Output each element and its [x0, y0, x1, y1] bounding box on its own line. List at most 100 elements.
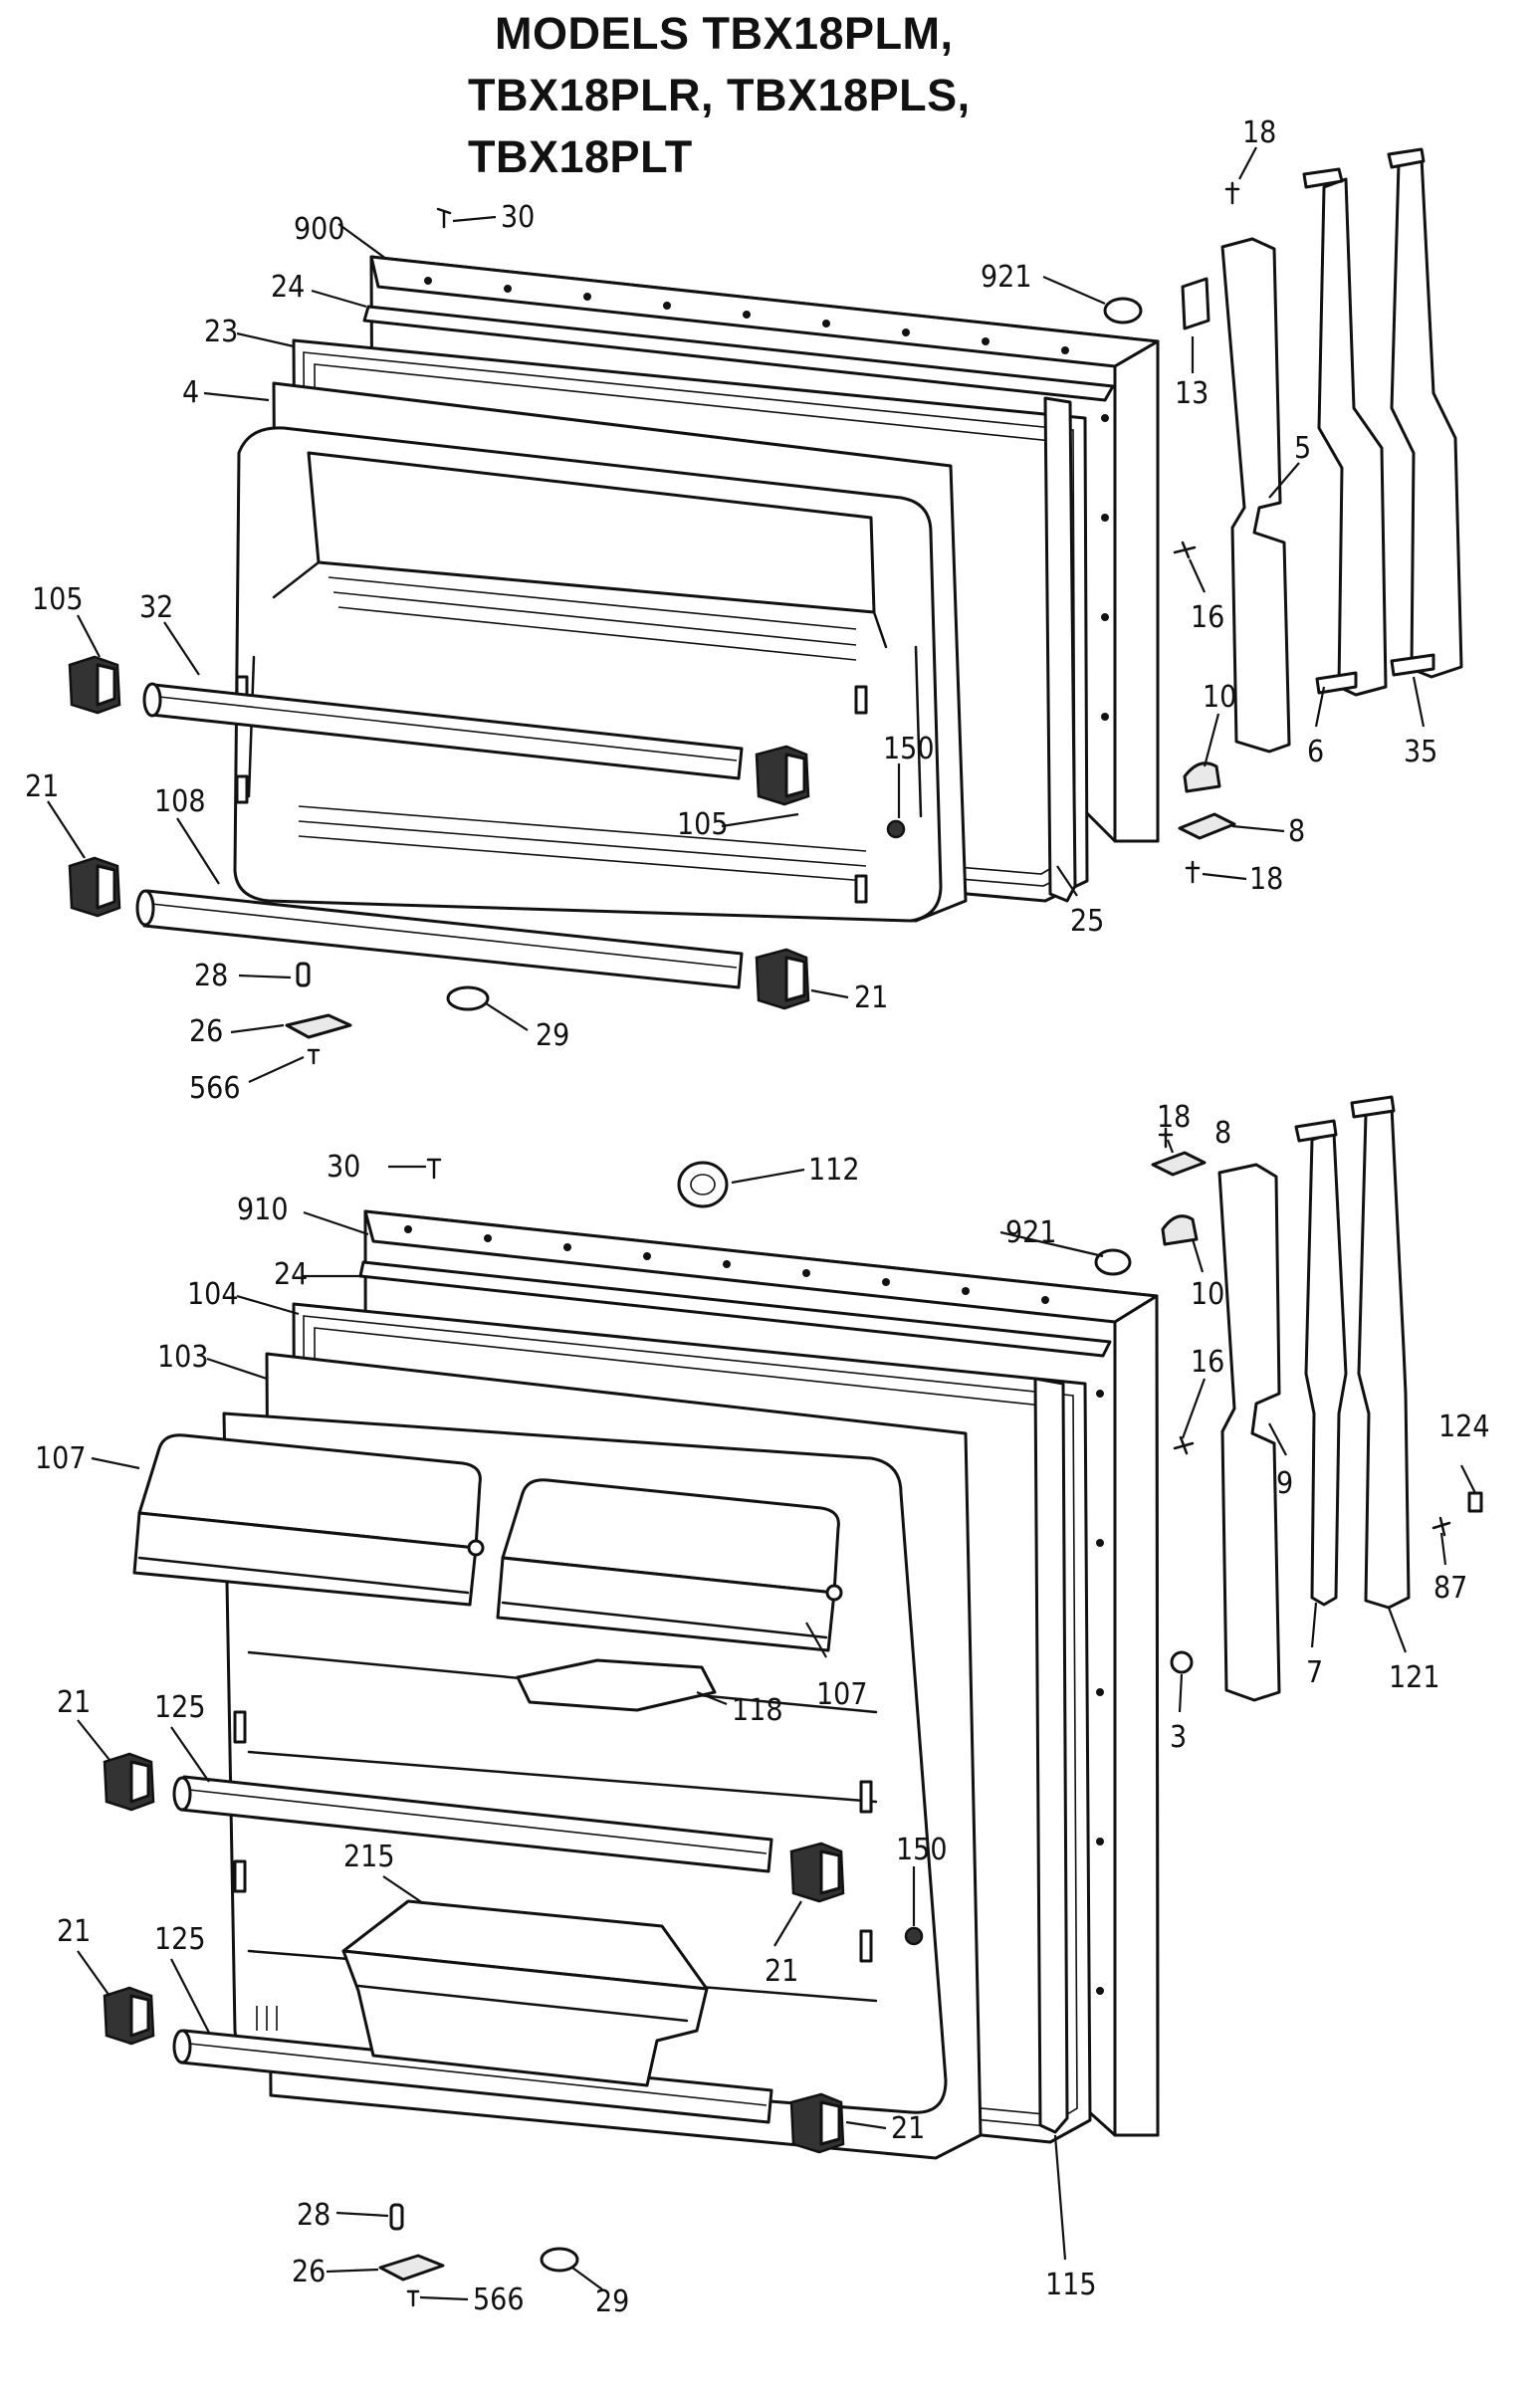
callout-8-freezer: 8	[1288, 814, 1305, 849]
fresh-food-dairy-bin	[341, 1899, 709, 2087]
fresh-food-clip-right-lower	[789, 2092, 845, 2154]
callout-87: 87	[1433, 1571, 1467, 1606]
callout-105-left: 105	[32, 582, 84, 617]
fresh-food-small-tray	[516, 1658, 717, 1712]
callout-13: 13	[1175, 376, 1209, 411]
fresh-food-handle-mount-9	[1217, 1163, 1281, 1702]
callout-35: 35	[1404, 735, 1437, 769]
fresh-food-door-trim-strip	[358, 1260, 1112, 1358]
freezer-hinge-screw-18-upper	[1224, 181, 1240, 205]
title-line-2: TBX18PLR, TBX18PLS,	[468, 70, 971, 120]
callout-8-fresh: 8	[1214, 1116, 1231, 1151]
fresh-food-top-plug-112	[677, 1161, 729, 1208]
freezer-door-stop-pin	[296, 962, 311, 987]
callout-124: 124	[1438, 1410, 1490, 1444]
fresh-food-clip-left-upper	[103, 1752, 155, 1812]
callout-107-left: 107	[35, 1441, 87, 1476]
freezer-hole-plug	[1103, 297, 1143, 325]
callout-921-fresh: 921	[1005, 1215, 1057, 1250]
freezer-hinge-plate	[285, 1013, 352, 1039]
callout-900: 900	[294, 212, 345, 247]
fresh-food-handle-7	[1304, 1131, 1348, 1607]
callout-910: 910	[237, 1193, 289, 1227]
fresh-food-top-screw	[426, 1158, 442, 1180]
freezer-shelf-bar-lower	[135, 889, 744, 989]
freezer-handle-mount-5	[1220, 237, 1291, 754]
title-line-3: TBX18PLT	[468, 131, 693, 182]
freezer-liner-screw	[886, 819, 906, 839]
callout-107-right: 107	[816, 1677, 868, 1712]
freezer-top-screw	[436, 207, 452, 229]
callout-10-fresh: 10	[1191, 1277, 1224, 1312]
freezer-shelf-clip-left-lower	[68, 856, 121, 918]
freezer-door-assembly	[68, 207, 1160, 1065]
fresh-food-bin-left	[132, 1433, 485, 1607]
fresh-food-hinge-plate	[378, 2254, 445, 2281]
callout-18-fresh: 18	[1157, 1100, 1191, 1135]
title-line-1: MODELS TBX18PLM,	[495, 8, 954, 59]
callout-labels: 900 30 24 23 4 105 32 21 108 28 26 566 2…	[25, 115, 1490, 2319]
freezer-handle-screw-16	[1173, 541, 1197, 559]
callout-103: 103	[157, 1340, 209, 1375]
callout-9: 9	[1276, 1466, 1293, 1501]
callout-118: 118	[732, 1693, 783, 1728]
callout-23: 23	[204, 315, 238, 349]
callout-921-freezer: 921	[981, 260, 1032, 295]
callout-18-upper: 18	[1242, 115, 1276, 150]
fresh-food-door-bumper	[540, 2247, 579, 2273]
freezer-shelf-clip-right-lower	[755, 948, 810, 1010]
callout-28-freezer: 28	[194, 959, 228, 993]
callout-121: 121	[1389, 1660, 1440, 1695]
fresh-food-hinge-cover	[1161, 1214, 1199, 1246]
fresh-food-clip-left-lower	[103, 1986, 155, 2046]
leader-lines	[47, 146, 1476, 2301]
freezer-hinge-cover	[1183, 761, 1221, 793]
callout-24: 24	[271, 270, 305, 305]
callout-29-fresh: 29	[595, 2284, 629, 2319]
callout-10-freezer: 10	[1203, 680, 1236, 715]
fresh-food-door-assembly	[103, 1158, 1160, 2307]
freezer-door-trim-strip	[362, 305, 1115, 402]
freezer-handle-cap	[1181, 277, 1210, 330]
callout-566-fresh: 566	[473, 2282, 525, 2317]
callout-115: 115	[1045, 2268, 1097, 2302]
freezer-hinge-bracket	[1178, 812, 1236, 840]
fresh-food-handle-assembly	[1151, 1095, 1483, 1702]
callout-21-right-fresh-lower: 21	[891, 2111, 925, 2146]
callout-215: 215	[343, 1840, 395, 1874]
callout-21-left-fresh-upper: 21	[57, 1685, 91, 1720]
callout-104: 104	[187, 1277, 239, 1312]
callout-21-left-fresh-lower: 21	[57, 1914, 91, 1949]
callout-21-right-fresh-upper: 21	[765, 1954, 798, 1989]
fresh-food-handle-screw-16	[1173, 1435, 1195, 1455]
callout-16-fresh: 16	[1191, 1345, 1224, 1380]
freezer-hinge-screw-18-lower	[1185, 860, 1201, 884]
fresh-food-handle-cap-124	[1467, 1491, 1483, 1513]
callout-25: 25	[1070, 904, 1104, 939]
fresh-food-hinge-screw	[406, 2289, 420, 2307]
callout-150-fresh: 150	[896, 1833, 948, 1867]
freezer-door-liner	[233, 426, 943, 923]
callout-150-freezer: 150	[883, 732, 935, 766]
callout-105-right: 105	[677, 807, 729, 842]
callout-125-lower: 125	[154, 1922, 206, 1957]
callout-16-freezer: 16	[1191, 600, 1224, 635]
callout-32: 32	[139, 590, 173, 625]
fresh-food-hinge-screw-18	[1158, 1127, 1174, 1149]
callout-21-left-freezer: 21	[25, 769, 59, 804]
fresh-food-shelf-bar-upper	[172, 1775, 773, 1873]
freezer-shelf-bar-upper	[142, 682, 744, 780]
fresh-food-clip-right-upper	[789, 1842, 845, 1903]
fresh-food-breaker-strip	[1033, 1377, 1069, 2134]
freezer-hinge-screw	[307, 1048, 321, 1065]
fresh-food-hinge-bracket	[1151, 1151, 1207, 1177]
callout-7: 7	[1306, 1655, 1323, 1690]
freezer-handle-assembly	[1173, 147, 1463, 884]
callout-566-freezer: 566	[189, 1071, 241, 1106]
callout-26-fresh: 26	[292, 2255, 326, 2289]
freezer-handle-6	[1317, 177, 1388, 697]
callout-30: 30	[501, 200, 535, 235]
freezer-breaker-strip	[1043, 396, 1077, 903]
callout-112: 112	[808, 1153, 860, 1188]
